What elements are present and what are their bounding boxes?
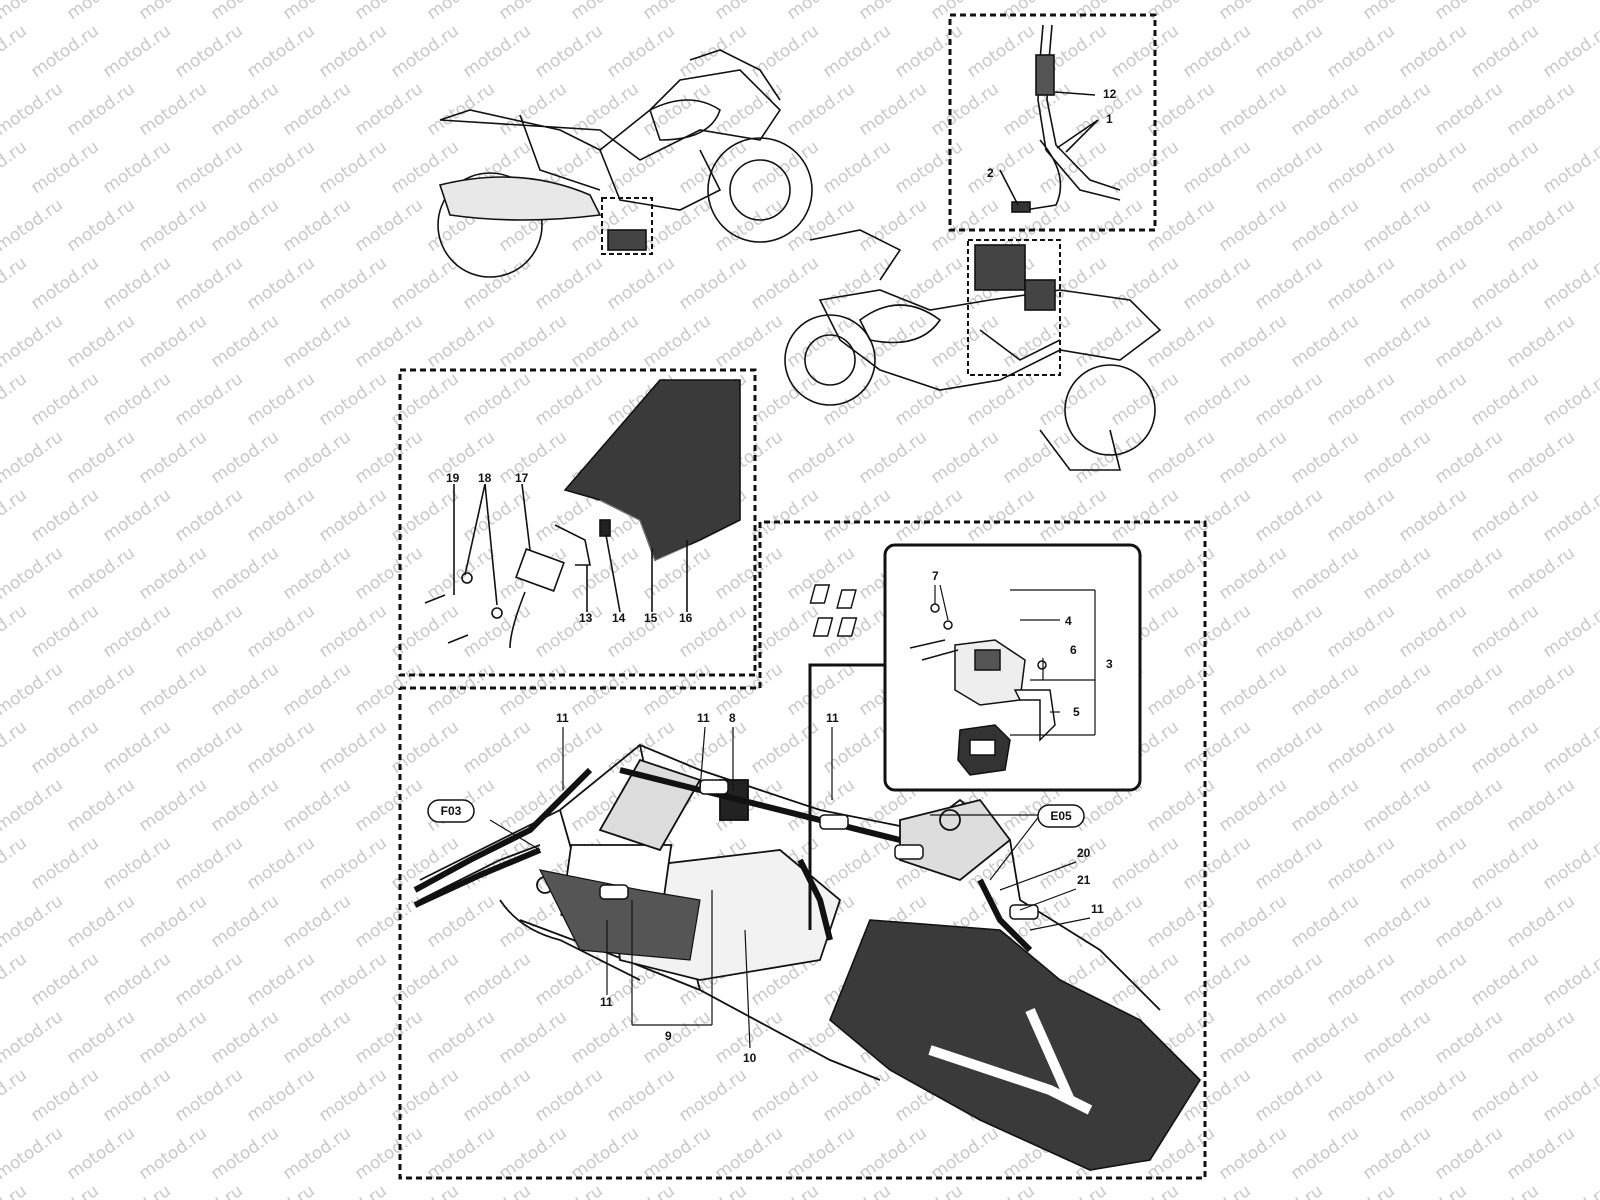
- label-5: 5: [1073, 705, 1080, 719]
- svg-text:E05: E05: [1050, 809, 1072, 823]
- label-18: 18: [478, 471, 492, 485]
- label-20: 20: [1077, 846, 1091, 860]
- label-9: 9: [665, 1029, 672, 1043]
- label-16: 16: [679, 611, 693, 625]
- svg-text:F03: F03: [441, 804, 462, 818]
- label-11-top-right: 11: [826, 711, 839, 725]
- fuse-box-detail-panel: 7 4 6 3 5: [809, 543, 1142, 792]
- label-1: 1: [1106, 112, 1113, 126]
- label-19: 19: [446, 471, 460, 485]
- label-10: 10: [743, 1051, 757, 1065]
- label-8: 8: [729, 711, 736, 725]
- label-7: 7: [932, 569, 939, 583]
- tag-e05: E05: [1037, 804, 1085, 828]
- label-12: 12: [1103, 87, 1117, 101]
- label-15: 15: [644, 611, 658, 625]
- motorcycle-left-view: [437, 49, 813, 278]
- label-21: 21: [1077, 873, 1091, 887]
- seat-part: [563, 379, 741, 562]
- label-2: 2: [987, 166, 994, 180]
- label-17: 17: [515, 471, 529, 485]
- label-4: 4: [1065, 614, 1072, 628]
- label-11-top-mid: 11: [697, 711, 710, 725]
- connector-detail-panel: 12 1 2: [948, 13, 1157, 232]
- sensor-detail-panel: 19 18 17 13 14 15 16: [398, 368, 757, 677]
- label-14: 14: [612, 611, 626, 625]
- frame-harness-detail-panel: 11 11 8 11 20 21 11 11 9 10 F03 E05: [398, 520, 1207, 1180]
- tag-f03: F03: [427, 799, 475, 823]
- motorcycle-right-view: [784, 229, 1162, 471]
- rear-fender: [829, 919, 1202, 1171]
- label-11-right: 11: [1091, 902, 1104, 916]
- label-3: 3: [1106, 657, 1113, 671]
- label-13: 13: [579, 611, 593, 625]
- label-11-bottom: 11: [600, 995, 613, 1009]
- label-11-top-left: 11: [556, 711, 569, 725]
- label-6: 6: [1070, 643, 1077, 657]
